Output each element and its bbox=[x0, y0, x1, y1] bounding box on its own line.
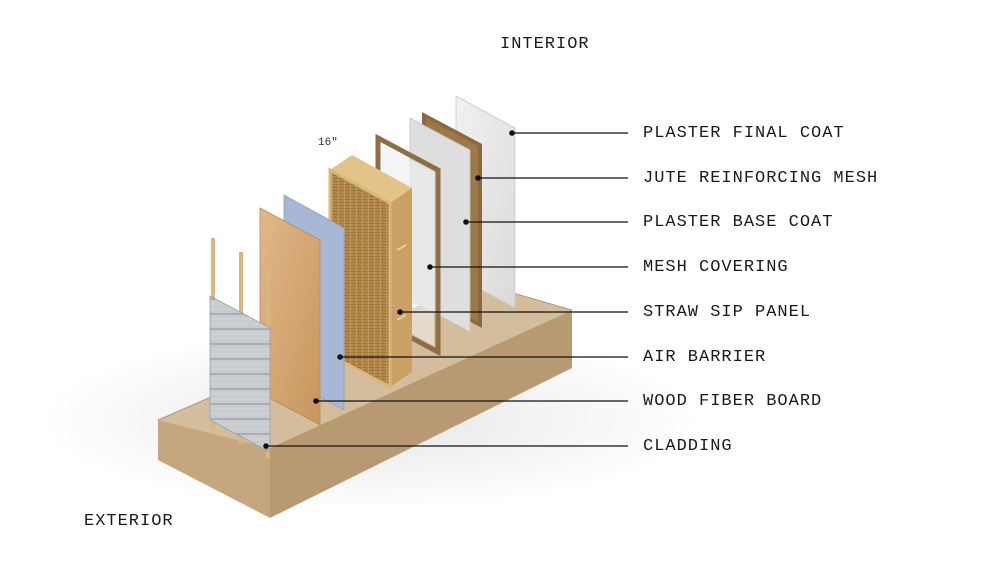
label-wood-fiber-board: WOOD FIBER BOARD bbox=[643, 392, 823, 411]
label-cladding: CLADDING bbox=[643, 437, 733, 456]
label-straw-sip-panel: STRAW SIP PANEL bbox=[643, 303, 812, 322]
base-side-face bbox=[270, 310, 572, 518]
exterior-label: EXTERIOR bbox=[84, 512, 174, 531]
leader-lines bbox=[263, 130, 628, 449]
label-air-barrier: AIR BARRIER bbox=[643, 348, 767, 367]
label-mesh-covering: MESH COVERING bbox=[643, 258, 789, 277]
layer-cladding bbox=[209, 238, 271, 458]
panel-depth-dimension: 16″ bbox=[318, 137, 338, 149]
base-front-face bbox=[158, 420, 270, 518]
interior-label: INTERIOR bbox=[500, 35, 590, 54]
label-jute-reinforcing-mesh: JUTE REINFORCING MESH bbox=[643, 169, 879, 188]
label-plaster-final-coat: PLASTER FINAL COAT bbox=[643, 124, 845, 143]
label-plaster-base-coat: PLASTER BASE COAT bbox=[643, 213, 834, 232]
layer-straw-sip-panel bbox=[328, 155, 412, 390]
